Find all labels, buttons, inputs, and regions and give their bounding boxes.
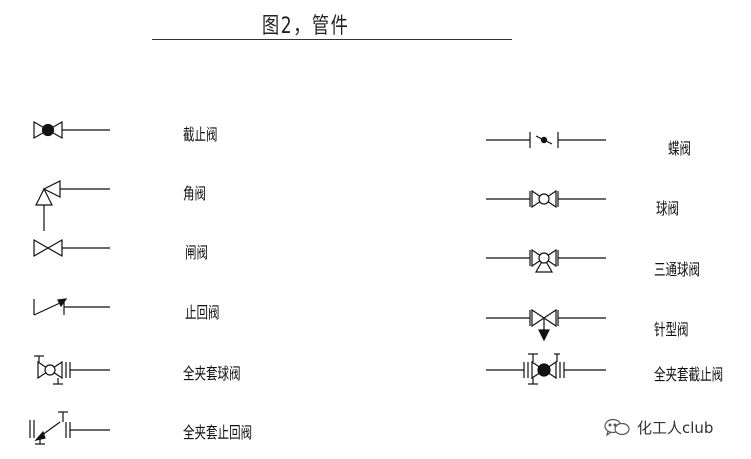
label-three-way-ball-valve: 三通球阀: [654, 260, 701, 279]
wechat-icon: [604, 418, 630, 437]
globe-valve-icon: [33, 120, 110, 140]
check-valve-icon: [33, 298, 110, 316]
three-way-ball-valve-icon: [486, 248, 606, 273]
jacketed-check-valve-icon: [29, 411, 110, 445]
label-angle-valve: 角阀: [183, 184, 207, 203]
watermark: 化工人club: [603, 416, 713, 438]
label-check-valve: 止回阀: [185, 303, 220, 322]
gate-valve-icon: [33, 238, 110, 258]
label-jacketed-globe-valve: 全夹套截止阀: [654, 365, 724, 384]
label-ball-valve: 球阀: [656, 199, 680, 218]
watermark-text: 化工人club: [637, 418, 714, 437]
page-title: 图2，管件: [262, 14, 350, 39]
ball-valve-icon: [486, 189, 606, 209]
jacketed-ball-valve-icon: [34, 355, 110, 385]
needle-valve-icon: [486, 308, 606, 342]
label-gate-valve: 闸阀: [185, 243, 209, 262]
label-jacketed-ball-valve: 全夹套球阀: [183, 364, 241, 383]
label-jacketed-check-valve: 全夹套止回阀: [183, 423, 253, 442]
jacketed-globe-valve-icon: [486, 353, 606, 385]
label-needle-valve: 针型阀: [654, 320, 689, 339]
title-underline: [152, 39, 512, 40]
angle-valve-icon: [35, 180, 110, 231]
butterfly-valve-icon: [486, 132, 606, 148]
label-globe-valve: 截止阀: [183, 125, 218, 144]
label-butterfly-valve: 蝶阀: [668, 139, 692, 158]
